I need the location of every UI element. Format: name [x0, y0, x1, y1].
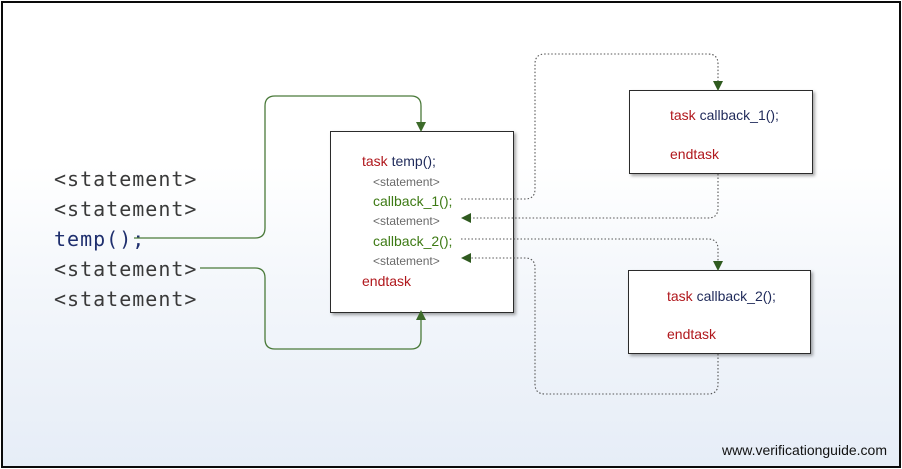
callback-1-task-name: callback_1(); [699, 107, 779, 123]
flow-arrows [134, 53, 723, 395]
temp-endtask: endtask [362, 273, 412, 289]
caller-statement-3: <statement> [54, 257, 198, 281]
caller-statement-2: <statement> [54, 197, 198, 221]
callback-2-task-keyword: task [667, 288, 693, 304]
callback-1-task-keyword: task [670, 107, 696, 123]
callback-2-endtask: endtask [667, 326, 717, 342]
temp-statement-2: <statement> [373, 214, 440, 228]
callback-2-header: task callback_2(); [667, 288, 776, 304]
call-temp-arrow [134, 95, 426, 239]
callback-2-task-name: callback_2(); [696, 288, 776, 304]
caller-statement-4: <statement> [54, 287, 198, 311]
callback-2-task-box: task callback_2(); endtask [628, 270, 811, 354]
return-callback-1-arrow [461, 174, 719, 223]
call-callback-1-arrow [461, 53, 723, 200]
temp-task-keyword: task [362, 153, 388, 169]
callback-1-endtask: endtask [670, 146, 720, 162]
temp-task-header: task temp(); [362, 153, 436, 169]
return-temp-arrow [200, 267, 426, 350]
callback-1-header: task callback_1(); [670, 107, 779, 123]
caller-statement-1: <statement> [54, 167, 198, 191]
temp-task-name: temp(); [391, 153, 436, 169]
callback-1-task-box: task callback_1(); endtask [629, 90, 813, 174]
temp-task-box: task temp(); <statement> callback_1(); <… [330, 131, 514, 313]
temp-statement-3: <statement> [373, 254, 440, 268]
return-callback-2-arrow [461, 253, 719, 395]
watermark: www.verificationguide.com [722, 442, 887, 458]
temp-statement-1: <statement> [373, 175, 440, 189]
caller-temp-call: temp(); [54, 227, 146, 251]
temp-callback-1-call: callback_1(); [373, 193, 453, 209]
call-callback-2-arrow [461, 238, 723, 271]
temp-callback-2-call: callback_2(); [373, 233, 453, 249]
